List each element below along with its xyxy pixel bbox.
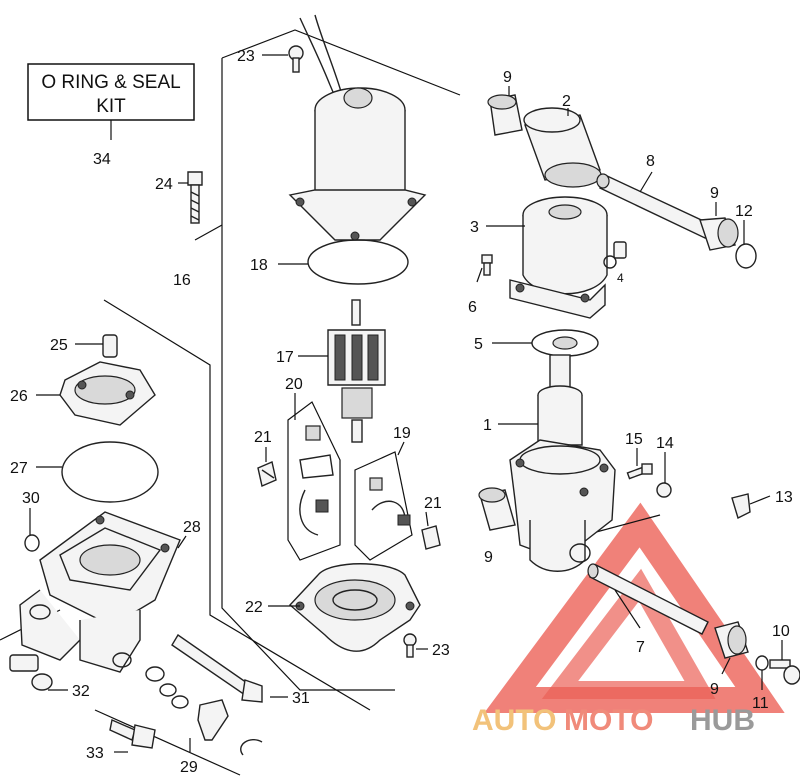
- o-ring-27: [61, 441, 159, 503]
- screw-15: [626, 463, 653, 480]
- motor-end-cap: [288, 563, 421, 652]
- callout-2: 2: [562, 93, 571, 110]
- pump-3: [509, 196, 608, 319]
- callout-1: 1: [483, 417, 492, 434]
- screw-23-top: [288, 45, 304, 73]
- rod-8: [596, 173, 713, 239]
- callout-21-left: 21: [254, 429, 272, 446]
- callout-14: 14: [656, 435, 674, 452]
- callout-9-top: 9: [503, 69, 512, 86]
- callout-30: 30: [22, 490, 40, 507]
- bolt-24: [187, 171, 203, 224]
- seal-kit-box-frame: [27, 63, 195, 121]
- cylinder-2: [523, 107, 602, 188]
- bolt-31: [171, 633, 263, 703]
- watermark-auto: AUTO: [472, 704, 556, 737]
- callout-25: 25: [50, 337, 68, 354]
- screw-21-right: [421, 525, 441, 550]
- callout-9-bottom: 9: [710, 681, 719, 698]
- callout-23-bottom: 23: [432, 642, 450, 659]
- ring-30: [24, 534, 40, 552]
- callout-23-top: 23: [237, 48, 255, 65]
- callout-28: 28: [183, 519, 201, 536]
- screw-6: [481, 254, 493, 276]
- callout-31: 31: [292, 690, 310, 707]
- seal-kit-box: O RING & SEAL KIT: [27, 63, 195, 140]
- washer-14: [656, 482, 672, 498]
- seal-kit-line1: O RING & SEAL: [41, 72, 180, 93]
- reservoir-cap-26: [59, 361, 156, 426]
- brush-holder-19: [354, 451, 413, 561]
- callout-11: 11: [752, 695, 769, 712]
- callout-18: 18: [250, 257, 268, 274]
- callout-3: 3: [470, 219, 479, 236]
- callout-26: 26: [10, 388, 28, 405]
- callout-33: 33: [86, 745, 104, 762]
- o-ring-5: [531, 329, 599, 357]
- callout-4: 4: [617, 271, 624, 285]
- callout-12: 12: [735, 203, 753, 220]
- callout-15: 15: [625, 431, 643, 448]
- callout-32: 32: [72, 683, 90, 700]
- callout-34: 34: [93, 151, 111, 168]
- callout-21-right: 21: [424, 495, 442, 512]
- callout-9-left: 9: [484, 549, 493, 566]
- callout-5: 5: [474, 336, 483, 353]
- bushing-9-left: [478, 487, 516, 531]
- callout-22: 22: [245, 599, 263, 616]
- callout-17: 17: [276, 349, 294, 366]
- callout-7: 7: [636, 639, 645, 656]
- leader-lines: [29, 54, 783, 753]
- callout-labels: 23 9 2 34 8 24 9 12 3 18 16 4 6 5 25 17 …: [10, 48, 793, 776]
- callout-10: 10: [772, 623, 790, 640]
- o-ring-18: [307, 239, 409, 285]
- watermark-triangle-inner: [541, 568, 716, 699]
- watermark-logo-text: AUTO MOTO HUB: [472, 704, 755, 737]
- ring-12: [735, 243, 757, 269]
- fitting-4: [603, 241, 627, 269]
- valve-29: [145, 666, 263, 756]
- pump-body-1: [509, 354, 616, 572]
- clip-13: [731, 493, 751, 519]
- callout-8: 8: [646, 153, 655, 170]
- callout-20: 20: [285, 376, 303, 393]
- bolt-33: [109, 719, 156, 749]
- callout-29: 29: [180, 759, 198, 776]
- armature: [327, 299, 386, 443]
- bolt-10: [769, 659, 800, 685]
- callout-24: 24: [155, 176, 173, 193]
- callout-19: 19: [393, 425, 411, 442]
- reservoir-body-28: [19, 511, 181, 673]
- watermark-moto: MOTO: [564, 704, 653, 737]
- brush-holder-20: [287, 401, 341, 561]
- watermark-hub: HUB: [690, 704, 755, 737]
- bolt-32: [9, 654, 53, 691]
- callout-9-right: 9: [710, 185, 719, 202]
- watermark-logo-triangles: [484, 502, 785, 713]
- washer-11: [755, 655, 769, 671]
- screw-23-bottom: [403, 633, 417, 658]
- bushing-9-bottom: [714, 621, 749, 659]
- vent-plug-25: [102, 334, 118, 358]
- electric-motor: [288, 14, 427, 241]
- rod-7: [587, 563, 709, 635]
- bushing-9-top: [487, 94, 523, 136]
- watermark-triangle-outer: [484, 502, 785, 713]
- callout-6: 6: [468, 299, 477, 316]
- callout-27: 27: [10, 460, 28, 477]
- seal-kit-line2: KIT: [96, 96, 126, 117]
- callout-13: 13: [775, 489, 793, 506]
- screw-21-left: [257, 461, 277, 487]
- bushing-9-right: [699, 217, 739, 251]
- callout-16: 16: [173, 272, 191, 289]
